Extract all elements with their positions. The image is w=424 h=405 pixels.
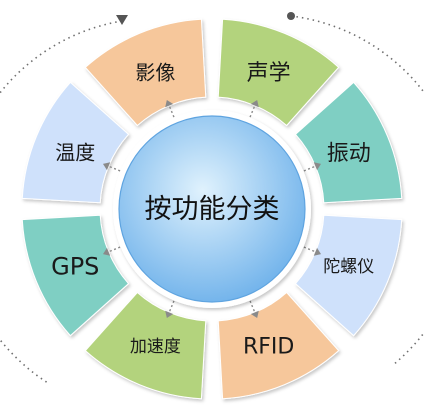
arrowhead-icon [116,15,128,25]
center-hub [118,115,306,303]
connector-arrow-icon [313,247,322,256]
segment-label: 温度 [55,141,95,165]
segment-label: 加速度 [130,337,181,357]
ring-segment [21,81,130,204]
ring-segment [84,18,207,127]
connector-arrow-icon [250,99,259,108]
segment-label: 声学 [247,61,291,86]
dot-marker-icon [287,12,295,20]
ring-segment [294,81,403,204]
segment-label: RFID [243,335,294,360]
connector-arrow-icon [165,99,174,108]
connector-arrow-icon [102,162,111,171]
ring-segment [294,214,403,337]
segment-label: 影像 [135,60,175,84]
ring-segment [217,291,340,400]
connector-line [247,296,258,317]
connector-line [247,101,258,122]
connector-line [104,244,125,255]
ring-segment [84,291,207,400]
connector-line [104,163,125,174]
connector-arrow-icon [165,310,174,319]
connector-line [299,244,320,255]
segment-label: 振动 [327,141,371,166]
ring-segment [21,214,130,337]
connector-line [166,101,177,122]
connector-arrow-icon [250,310,259,319]
connector-line [166,296,177,317]
connectors-layer [102,99,322,319]
connector-arrow-icon [102,247,111,256]
segment-label: GPS [51,252,99,280]
connector-line [299,163,320,174]
ring-segment [217,18,340,127]
segment-label: 陀螺仪 [323,257,374,277]
connector-arrow-icon [313,162,322,171]
outer-dotted-arc-left [0,20,123,384]
center-label: 按功能分类 [145,194,280,225]
